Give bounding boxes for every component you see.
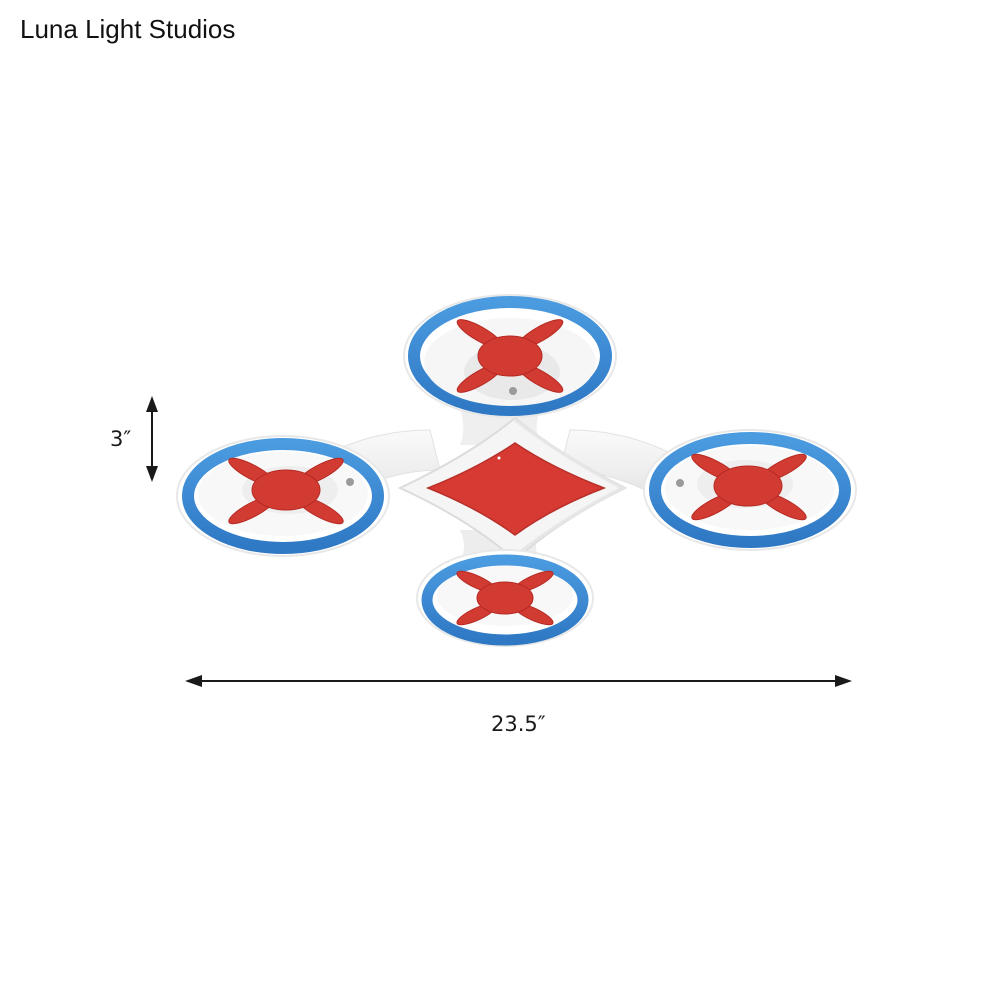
propeller-icon [691, 453, 807, 521]
rotor-bottom [416, 549, 594, 647]
height-dimension-label: 3″ [110, 427, 132, 451]
propeller-icon [456, 319, 564, 393]
propeller-icon [456, 570, 554, 626]
width-dimension-label: 23.5″ [491, 712, 546, 736]
rotor-right [643, 429, 857, 551]
propeller-icon [228, 457, 344, 525]
center-diamond [425, 442, 607, 536]
height-dimension-arrow [146, 396, 158, 482]
rotor-top [403, 294, 617, 418]
brand-name: Luna Light Studios [20, 14, 236, 44]
rotor-left [176, 435, 390, 557]
width-dimension-arrow [185, 675, 852, 687]
